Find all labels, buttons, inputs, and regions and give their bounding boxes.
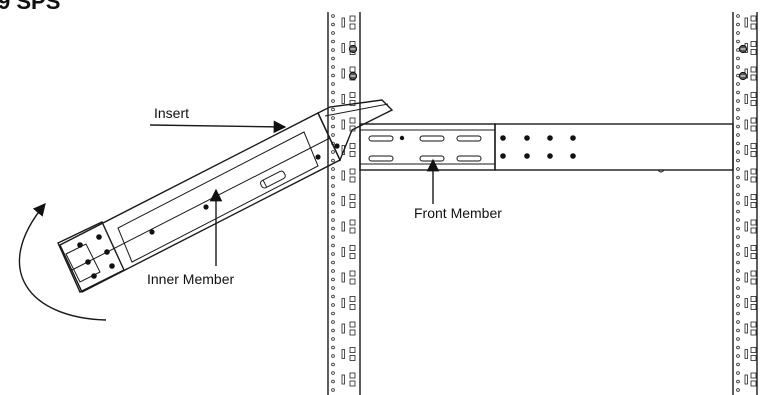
insert-arrow <box>149 120 287 134</box>
rack-post-right <box>732 12 758 395</box>
inner-member-label: Inner Member <box>147 271 234 287</box>
rack-post-left <box>327 12 361 395</box>
rotate-arrow <box>18 203 107 321</box>
front-member-label: Front Member <box>414 205 502 221</box>
insert-label: Insert <box>154 105 189 121</box>
front-member-rail <box>359 123 734 173</box>
inner-member-rail <box>57 99 394 293</box>
cropped-title: 9 SPS <box>0 0 60 14</box>
